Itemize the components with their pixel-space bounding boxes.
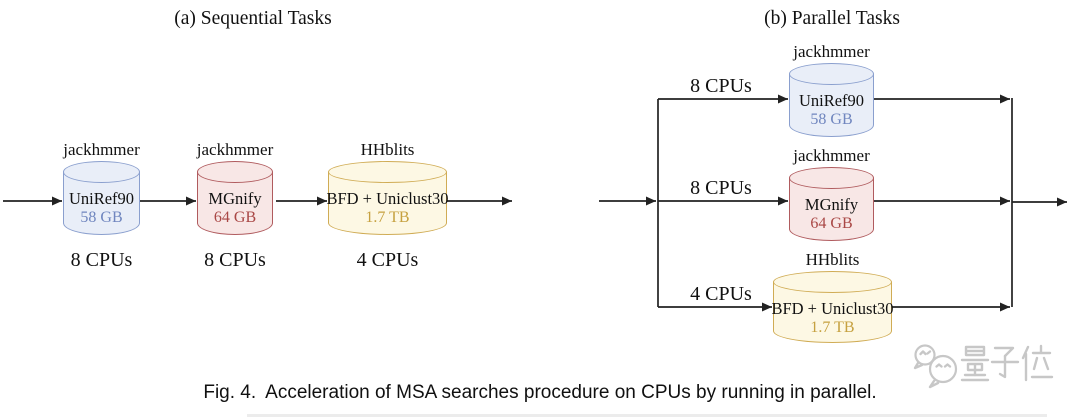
cpu-count-label: 8 CPUs bbox=[690, 177, 752, 199]
db-size: 1.7 TB bbox=[365, 209, 410, 226]
cylinder-top-ellipse bbox=[773, 271, 892, 293]
db-node-uniref90-sequential: jackhmmer UniRef90 58 GB 8 CPUs bbox=[63, 140, 140, 271]
cpu-count-label: 4 CPUs bbox=[356, 249, 419, 271]
tool-label: jackhmmer bbox=[63, 140, 140, 159]
db-name: BFD + Uniclust30 bbox=[771, 299, 894, 318]
db-node-bfd-uniclust-parallel: HHblits BFD + Uniclust30 1.7 TB bbox=[771, 250, 894, 343]
database-cylinder-icon: BFD + Uniclust30 1.7 TB bbox=[326, 161, 449, 235]
chat-bubble-icon bbox=[928, 354, 958, 389]
cylinder-top-ellipse bbox=[197, 161, 273, 183]
db-name: MGnify bbox=[208, 189, 262, 208]
tool-label: jackhmmer bbox=[793, 146, 870, 165]
cpu-count-label: 8 CPUs bbox=[204, 249, 266, 271]
db-size: 58 GB bbox=[80, 209, 123, 226]
cylinder-top-ellipse bbox=[789, 63, 874, 85]
cpu-count-label: 4 CPUs bbox=[690, 283, 752, 305]
database-cylinder-icon: MGnify 64 GB bbox=[789, 167, 874, 241]
qbitai-watermark bbox=[913, 344, 1054, 389]
db-size: 64 GB bbox=[810, 215, 853, 232]
db-node-mgnify-sequential: jackhmmer MGnify 64 GB 8 CPUs bbox=[197, 140, 273, 271]
cylinder-top-ellipse bbox=[63, 161, 140, 183]
panel-b-title: (b) Parallel Tasks bbox=[764, 8, 900, 29]
db-name: MGnify bbox=[804, 195, 859, 214]
panel-a-title: (a) Sequential Tasks bbox=[174, 8, 332, 29]
database-cylinder-icon: UniRef90 58 GB bbox=[789, 63, 874, 137]
tool-label: jackhmmer bbox=[196, 140, 274, 159]
database-cylinder-icon: MGnify 64 GB bbox=[197, 161, 273, 235]
faint-bottom-strip bbox=[247, 414, 1047, 417]
chat-bubble-icon bbox=[913, 344, 936, 370]
db-name: BFD + Uniclust30 bbox=[326, 189, 449, 208]
cylinder-body bbox=[197, 172, 273, 235]
db-node-uniref90-parallel: jackhmmer UniRef90 58 GB bbox=[789, 42, 874, 137]
db-size: 64 GB bbox=[213, 209, 257, 226]
tool-label: HHblits bbox=[805, 250, 860, 269]
tool-label: HHblits bbox=[360, 140, 415, 159]
db-node-mgnify-parallel: jackhmmer MGnify 64 GB bbox=[789, 146, 874, 241]
caption-number: Fig. 4. bbox=[203, 382, 257, 403]
caption-text: Acceleration of MSA searches procedure o… bbox=[265, 382, 877, 403]
db-node-bfd-uniclust-sequential: HHblits BFD + Uniclust30 1.7 TB 4 CPUs bbox=[326, 140, 449, 271]
watermark-text-strokes bbox=[960, 344, 1054, 382]
db-name: UniRef90 bbox=[798, 91, 865, 110]
db-size: 1.7 TB bbox=[810, 319, 855, 336]
database-cylinder-icon: BFD + Uniclust30 1.7 TB bbox=[771, 271, 894, 343]
database-cylinder-icon: UniRef90 58 GB bbox=[63, 161, 140, 235]
tool-label: jackhmmer bbox=[793, 42, 870, 61]
db-name: UniRef90 bbox=[68, 189, 135, 208]
db-size: 58 GB bbox=[810, 111, 853, 128]
cpu-count-label: 8 CPUs bbox=[70, 249, 133, 271]
cylinder-top-ellipse bbox=[328, 161, 447, 183]
figure-caption: Fig. 4. Acceleration of MSA searches proc… bbox=[0, 382, 1080, 404]
cpu-count-label: 8 CPUs bbox=[690, 75, 752, 97]
cylinder-top-ellipse bbox=[789, 167, 874, 189]
